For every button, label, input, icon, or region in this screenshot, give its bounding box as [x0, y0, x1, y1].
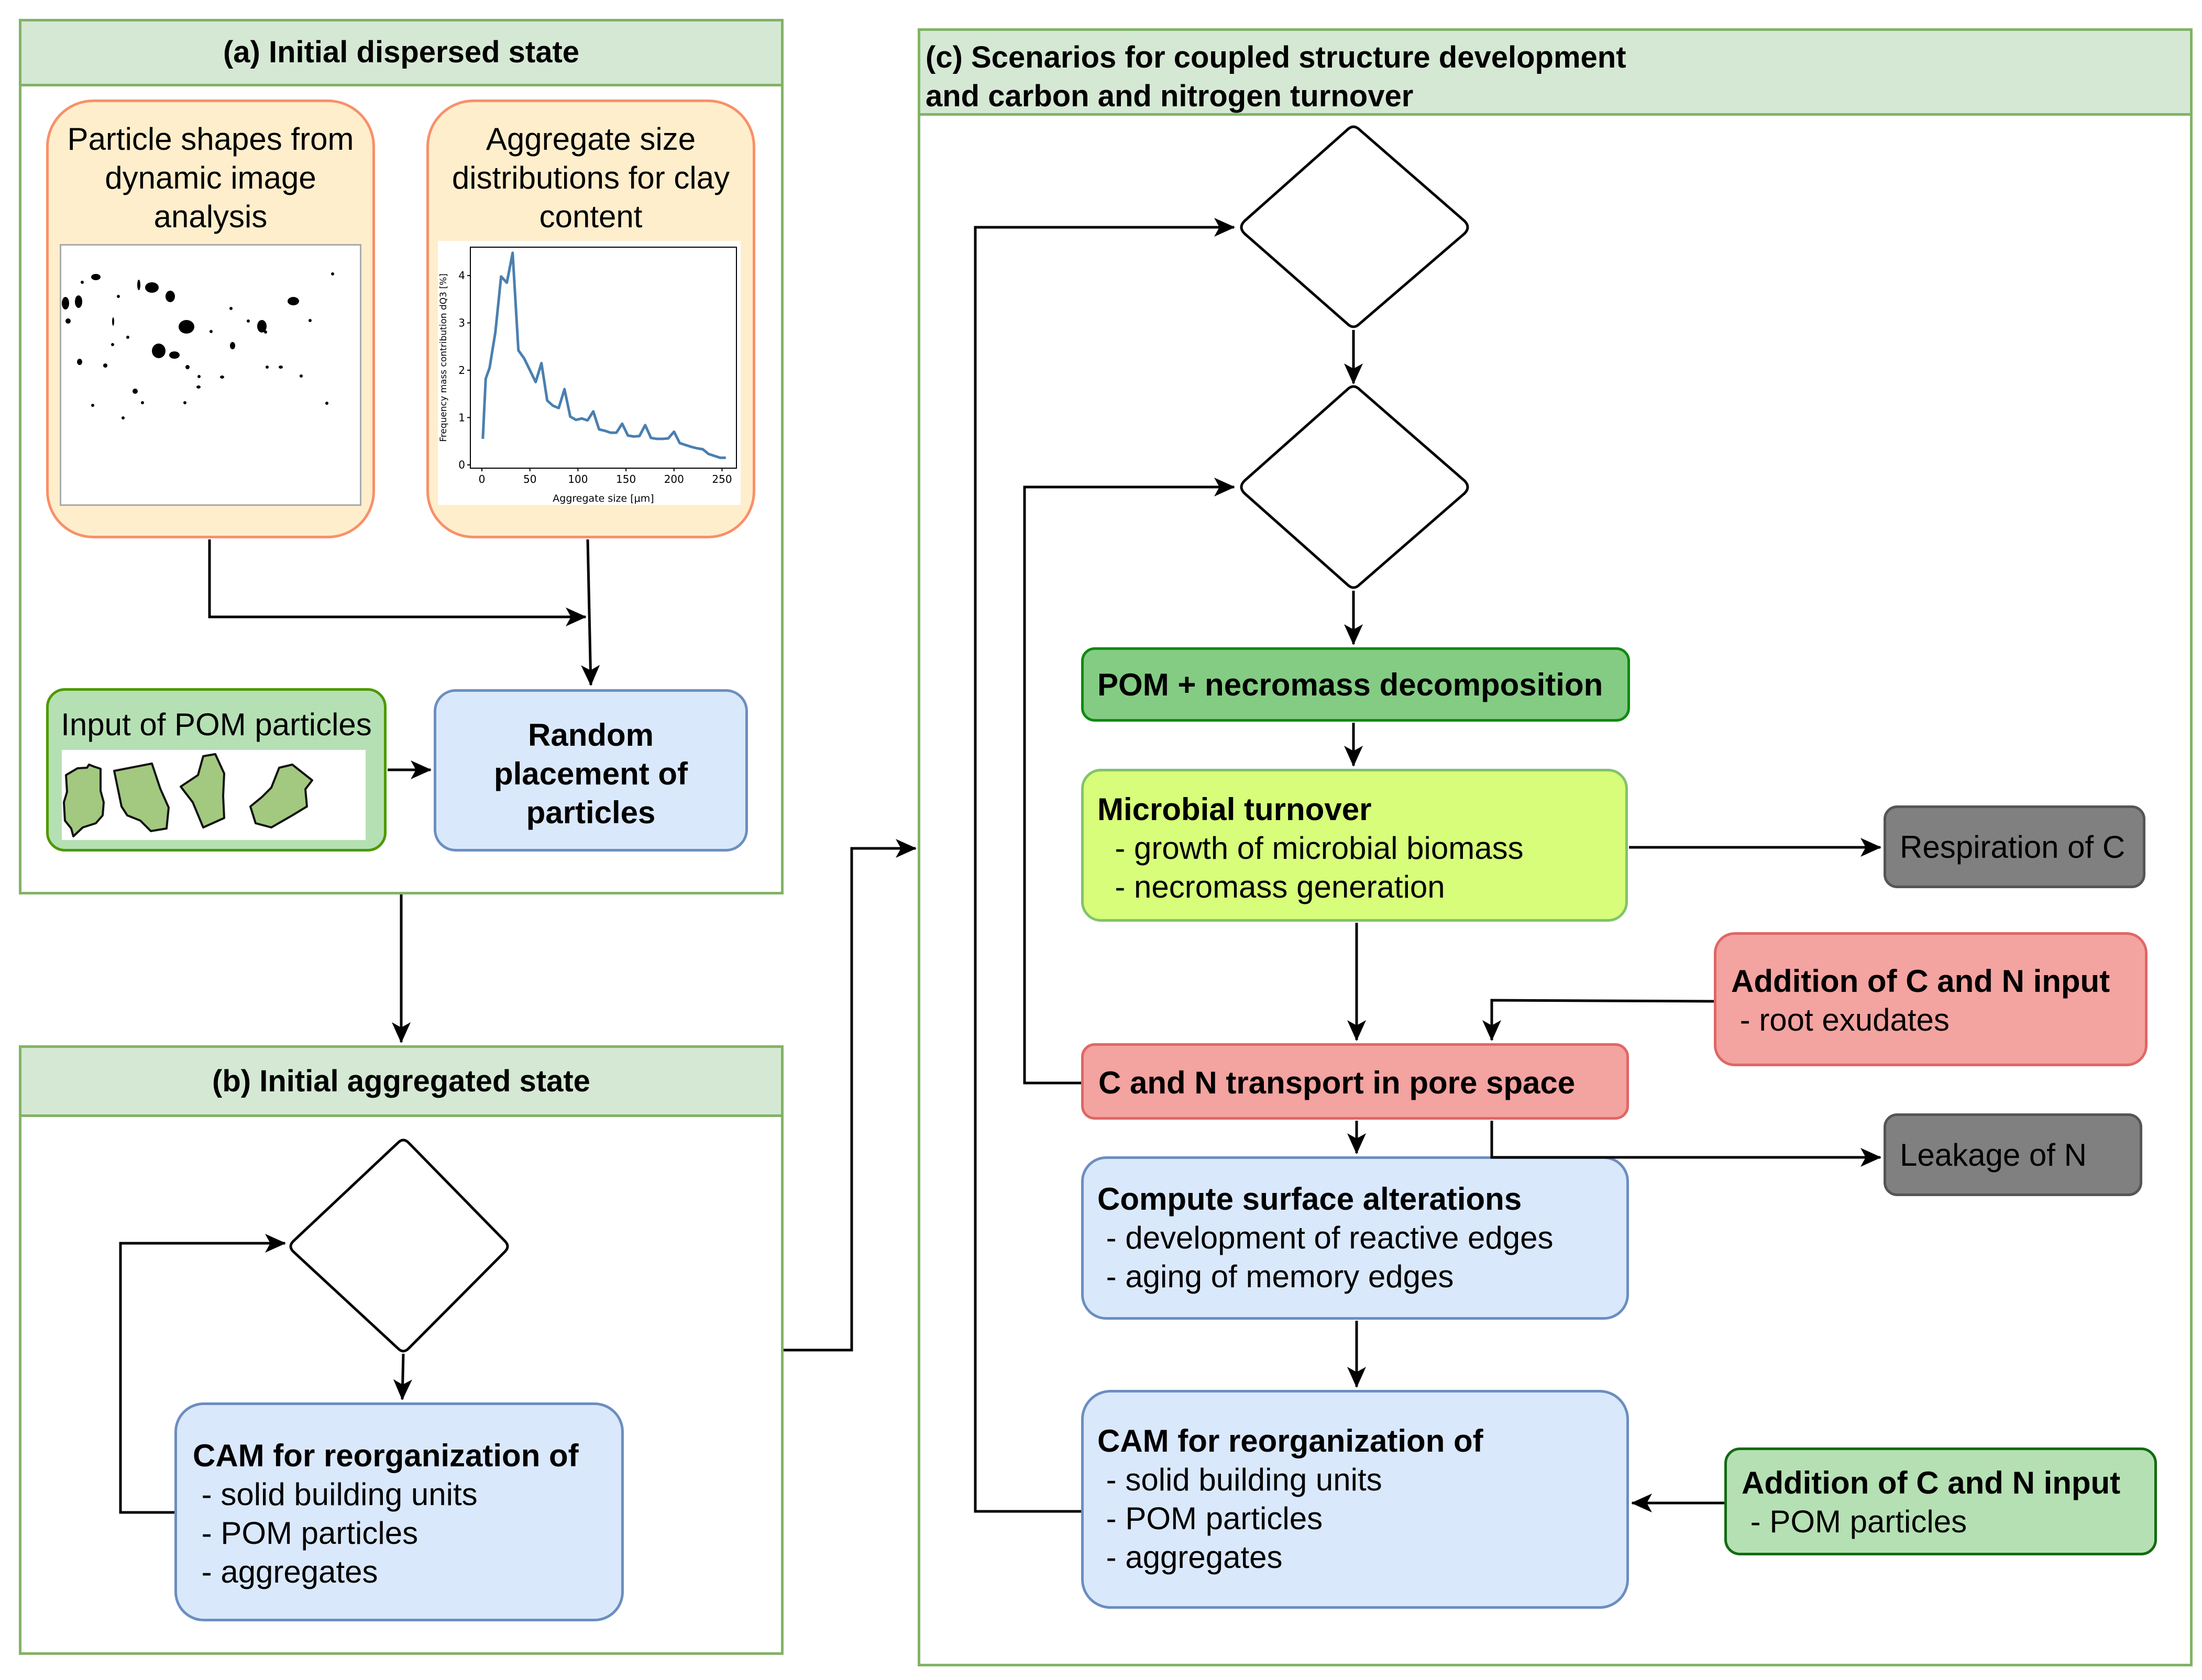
microbial-turnover-text: Microbial turnover - growth of microbial…	[1097, 792, 1524, 904]
panel-c-cam-box: CAM for reorganization of - solid buildi…	[1081, 1390, 1629, 1609]
random-placement-text: Random placement of particles	[493, 717, 688, 830]
chart-xtick-label: 150	[616, 473, 636, 485]
panel-b-cam-box: CAM for reorganization of - solid buildi…	[174, 1402, 624, 1621]
panel-b-title: (b) Initial aggregated state	[212, 1064, 590, 1098]
chart-ylabel: Frequency mass contribution dQ3 [%]	[438, 273, 449, 442]
panel-b-loop-label: for 500 iterations	[337, 1201, 465, 1275]
leakage-box: Leakage of N	[1884, 1113, 2142, 1196]
chart-ytick-label: 4	[458, 269, 465, 282]
aggregate-size-title: Aggregate size distributions for clay co…	[452, 121, 730, 234]
pom-input-title: Input of POM particles	[61, 707, 372, 742]
chart-xtick-label: 50	[523, 473, 536, 485]
particle-image	[60, 244, 361, 506]
pom-particles-image	[62, 750, 366, 840]
chart-series-line	[481, 251, 726, 459]
chart-ytick-label: 0	[458, 459, 465, 471]
pom-particles-svg	[63, 753, 313, 837]
decomposition-box: POM + necromass decomposition	[1081, 647, 1630, 722]
transport-title: C and N transport in pore space	[1098, 1065, 1576, 1100]
respiration-box: Respiration of C	[1884, 805, 2145, 888]
leakage-label: Leakage of N	[1900, 1137, 2087, 1173]
connector-b-to-c	[784, 839, 917, 1352]
chart-xtick-label: 200	[664, 473, 684, 485]
chart-xtick-label: 250	[712, 473, 732, 485]
panel-a-header: (a) Initial dispersed state	[21, 21, 781, 86]
chart-plot-frame	[470, 247, 737, 469]
chart-xtick-label: 0	[479, 473, 486, 485]
chart-ytick-label: 2	[458, 364, 465, 377]
root-input-text: Addition of C and N input - root exudate…	[1731, 964, 2110, 1037]
particle-image-svg	[62, 272, 334, 419]
chart-xtick-label: 100	[568, 473, 588, 485]
pom-addition-text: Addition of C and N input - POM particle…	[1742, 1465, 2121, 1539]
chart-ytick-label: 3	[458, 317, 465, 329]
microbial-turnover-box: Microbial turnover - growth of microbial…	[1081, 769, 1628, 922]
aggregate-size-chart: 0 50 100 150 200 250 0 1 2 3 4 Aggregate size [μm]…	[438, 241, 741, 505]
loop-days-label: for 500 iterations (days)	[1293, 170, 1421, 283]
surface-alterations-text: Compute surface alterations - developmen…	[1097, 1181, 1554, 1294]
pom-addition-box: Addition of C and N input - POM particle…	[1724, 1447, 2157, 1555]
random-placement-box: Random placement of particles	[434, 689, 748, 852]
panel-b-cam-text: CAM for reorganization of - solid buildi…	[193, 1438, 579, 1589]
panel-a-title: (a) Initial dispersed state	[223, 35, 580, 69]
panel-c-header: (c) Scenarios for coupled structure deve…	[920, 31, 2190, 116]
decomposition-title: POM + necromass decomposition	[1097, 667, 1603, 702]
chart-xlabel: Aggregate size [μm]	[553, 493, 654, 504]
transport-box: C and N transport in pore space	[1081, 1043, 1629, 1120]
panel-c-cam-text: CAM for reorganization of - solid buildi…	[1097, 1423, 1483, 1575]
surface-alterations-box: Compute surface alterations - developmen…	[1081, 1156, 1629, 1320]
chart-svg: 0 50 100 150 200 250 0 1 2 3 4 Aggregate size [μm]…	[438, 247, 737, 504]
root-input-box: Addition of C and N input - root exudate…	[1714, 932, 2148, 1066]
particle-shapes-title: Particle shapes from dynamic image analy…	[67, 121, 354, 234]
loop-hours-label: for 24 iterations (hours)	[1293, 431, 1421, 544]
respiration-label: Respiration of C	[1900, 830, 2126, 865]
panel-b-header: (b) Initial aggregated state	[21, 1048, 781, 1117]
chart-ytick-label: 1	[458, 411, 465, 424]
